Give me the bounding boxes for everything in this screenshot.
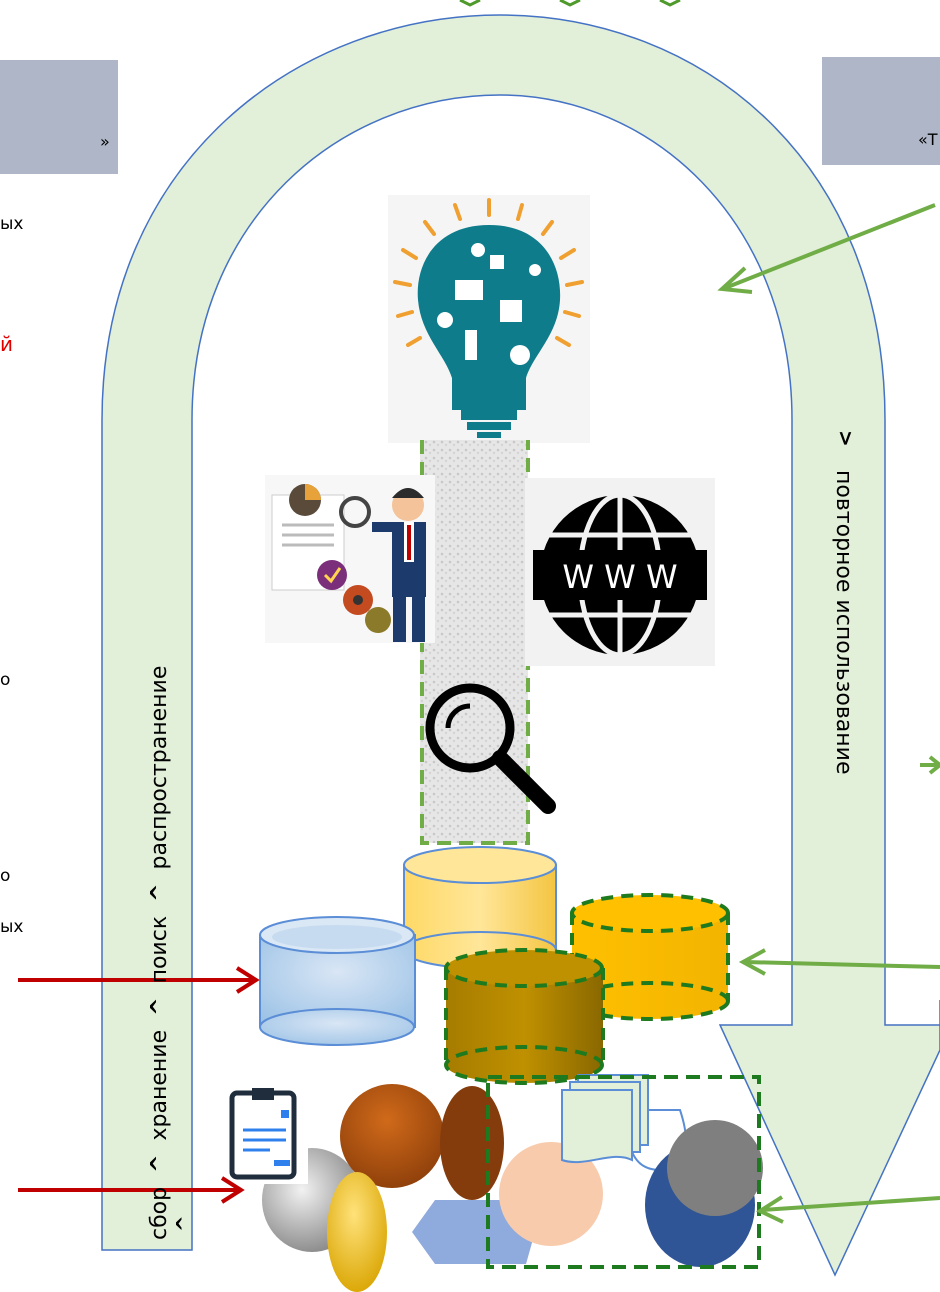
clipboard-document-icon xyxy=(220,1080,308,1184)
left-text-fragment-1: ых xyxy=(0,214,24,234)
raw-data-shapes xyxy=(262,1074,763,1292)
red-arrows xyxy=(18,966,260,1204)
olive-database-icon xyxy=(444,948,605,1085)
right-arc-label: повторное использование xyxy=(831,470,856,775)
left-text-fragment-2: й xyxy=(0,332,13,356)
step-separator: ^ xyxy=(147,1154,172,1173)
magnifier-icon xyxy=(425,683,556,814)
lightbulb-icon xyxy=(388,195,590,443)
lifecycle-arc xyxy=(101,14,940,1277)
analyst-figure-icon xyxy=(265,475,435,643)
green-arrows xyxy=(717,203,940,1224)
left-text-fragment-4: о xyxy=(0,866,11,886)
left-text-fragment-3: о xyxy=(0,670,11,690)
step-separator: ^ xyxy=(147,997,172,1016)
left-box-fragment: » xyxy=(100,132,110,151)
search-column xyxy=(420,440,528,843)
left-arc-start-marker: ^ xyxy=(172,1215,196,1232)
right-grey-box xyxy=(822,57,940,165)
step-separator: ^ xyxy=(147,883,172,902)
left-text-fragment-5: ых xyxy=(0,917,24,937)
left-grey-box xyxy=(0,60,118,174)
blue-database-icon xyxy=(259,916,416,1046)
right-arc-marker: > xyxy=(834,430,858,447)
step-search: поиск xyxy=(147,915,172,984)
top-cropped-text xyxy=(459,0,681,7)
left-arc-label: сбор ^ хранение ^ поиск ^ распространени… xyxy=(147,666,172,1240)
www-label: W W W xyxy=(562,558,677,596)
yellow-database-icon xyxy=(403,846,557,969)
www-globe-icon: W W W xyxy=(525,478,715,666)
step-collect: сбор xyxy=(147,1186,172,1240)
step-store: хранение xyxy=(147,1029,172,1141)
step-distribute: распространение xyxy=(147,665,172,870)
right-box-fragment: «Т xyxy=(918,130,938,149)
